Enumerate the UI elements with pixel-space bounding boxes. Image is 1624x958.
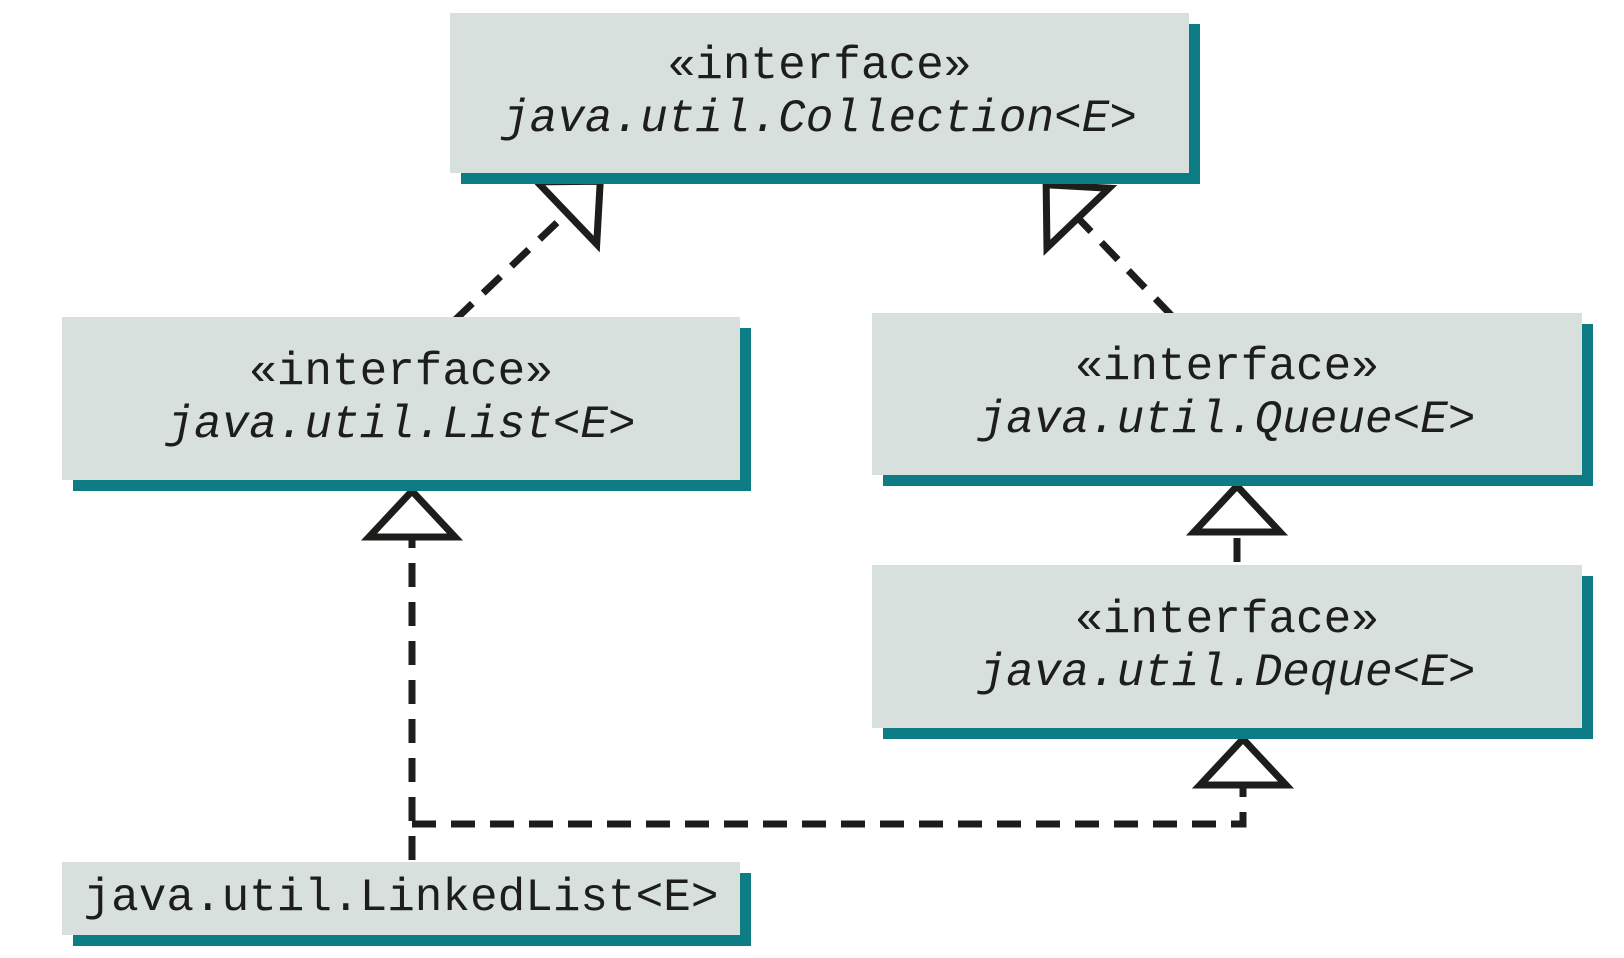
collection-type-name: java.util.Collection<E> [502,93,1137,145]
node-list-interface: «interface» java.util.List<E> [62,317,740,480]
collection-stereotype-label: «interface» [667,40,972,93]
queue-stereotype-label: «interface» [1075,341,1379,394]
list-stereotype-label: «interface» [249,345,553,398]
edge-list-to-collection [452,177,604,323]
linkedlist-type-name: java.util.LinkedList<E> [83,872,719,925]
node-collection-interface: «interface» java.util.Collection<E> [450,13,1189,173]
node-linkedlist-class: java.util.LinkedList<E> [62,862,740,935]
deque-type-name: java.util.Deque<E> [978,646,1476,699]
queue-type-name: java.util.Queue<E> [978,394,1476,446]
deque-stereotype-label: «interface» [1075,593,1379,646]
node-queue-interface: «interface» java.util.Queue<E> [872,313,1582,475]
edge-linkedlist-to-deque [412,733,1295,828]
list-type-name: java.util.List<E> [166,398,636,451]
node-deque-interface: «interface» java.util.Deque<E> [872,565,1582,728]
edge-queue-to-collection [1042,181,1175,319]
